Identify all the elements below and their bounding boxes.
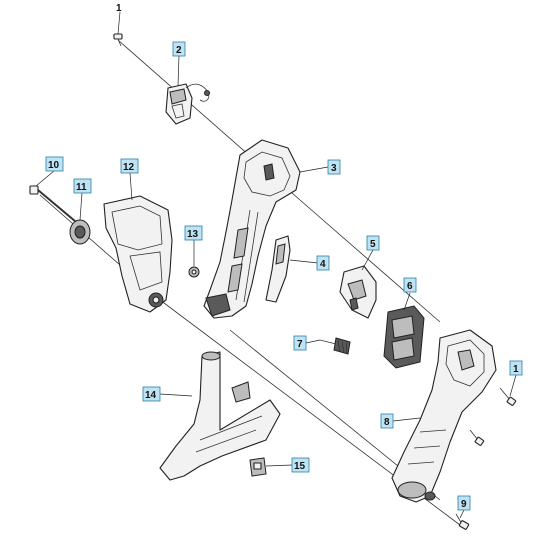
part-handle-cover (391, 329, 497, 503)
callout-8: 8 (380, 413, 394, 429)
callout-10-box (45, 156, 64, 172)
callout-5: 5 (366, 235, 380, 251)
callout-3-label: 3 (331, 163, 337, 174)
callout-9: 9 (457, 495, 471, 511)
callout-8-label: 8 (384, 417, 390, 428)
callout-11: 11 (73, 178, 92, 194)
part-auxiliary-handle (159, 351, 281, 481)
callout-3: 3 (327, 159, 341, 175)
part-trigger (265, 235, 291, 303)
callouts: 1 2 3 4 5 6 7 8 (45, 3, 523, 511)
callout-5-box (366, 235, 380, 251)
callout-4-box (316, 255, 330, 271)
callout-12-box (120, 158, 139, 174)
callout-11-box (73, 178, 92, 194)
callout-14-box (142, 386, 161, 402)
callout-11-label: 11 (76, 182, 87, 193)
callout-1-right-label: 1 (513, 364, 519, 375)
callout-12-label: 12 (123, 162, 135, 173)
callout-4-label: 4 (320, 259, 326, 270)
part-lock-lever (339, 265, 377, 319)
part-clamp-bracket (103, 195, 173, 313)
part-knob (69, 219, 91, 245)
callout-1-right: 1 (509, 360, 523, 376)
callout-7-box (293, 335, 307, 351)
callout-15: 15 (291, 457, 310, 473)
part-screw-bottom (455, 513, 470, 530)
part-small-nut (188, 266, 200, 278)
callout-2-label: 2 (176, 45, 182, 56)
callout-3-box (327, 159, 341, 175)
callout-5-label: 5 (370, 239, 376, 250)
callout-1-label: 1 (116, 3, 122, 14)
callout-12: 12 (120, 158, 139, 174)
callout-7: 7 (293, 335, 307, 351)
callout-13-box (184, 225, 203, 241)
callout-13: 13 (184, 225, 203, 241)
part-screw-top (113, 33, 123, 47)
part-handle-housing (203, 139, 301, 319)
callout-2: 2 (172, 41, 186, 57)
callout-9-box (457, 495, 471, 511)
callout-7-label: 7 (297, 339, 303, 350)
leader-lines (35, 11, 517, 519)
callout-8-box (380, 413, 394, 429)
callout-15-box (291, 457, 310, 473)
callout-4: 4 (316, 255, 330, 271)
callout-1-right-box (509, 360, 523, 376)
callout-1: 1 (116, 3, 122, 14)
callout-14: 14 (142, 386, 161, 402)
callout-9-label: 9 (461, 499, 467, 510)
callout-6-box (403, 277, 417, 293)
part-spring (319, 337, 351, 355)
part-contact-block (383, 305, 425, 369)
callout-10-label: 10 (48, 160, 60, 171)
callout-2-box (172, 41, 186, 57)
callout-6-label: 6 (407, 281, 413, 292)
callout-10: 10 (45, 156, 64, 172)
callout-14-label: 14 (145, 390, 157, 401)
callout-6: 6 (403, 277, 417, 293)
callout-15-label: 15 (294, 461, 306, 472)
part-screw-right (469, 387, 517, 446)
part-clip (249, 457, 267, 477)
callout-13-label: 13 (187, 229, 199, 240)
part-switch (165, 83, 210, 125)
